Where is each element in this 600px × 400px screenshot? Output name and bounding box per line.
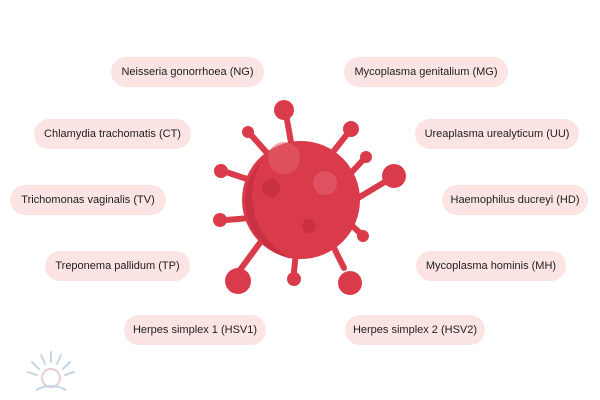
pathogen-pill-mg: Mycoplasma genitalium (MG) [344, 57, 508, 87]
pathogen-pill-uu: Ureaplasma urealyticum (UU) [415, 119, 579, 149]
virus-spike-tip [214, 164, 228, 178]
virus-spike-tip [242, 126, 254, 138]
pathogen-pill-tv: Trichomonas vaginalis (TV) [10, 185, 166, 215]
virus-spike [237, 237, 265, 273]
virus-spike-tip [338, 271, 362, 295]
lotus-logo-icon [27, 351, 75, 391]
virus-spike [249, 133, 271, 157]
virus-surface-bump [313, 171, 337, 195]
virus-body [242, 141, 360, 259]
virus-spike [330, 130, 351, 155]
virus-body-shade [245, 160, 292, 259]
virus-spike-tip [225, 268, 251, 294]
virus-spike-tip [360, 151, 372, 163]
virus-spike-tip [213, 213, 227, 227]
virus-spike-tip [274, 100, 294, 120]
virus-surface-bump [302, 219, 316, 233]
virus-body-highlight [268, 142, 300, 174]
pathogen-pill-hsv2: Herpes simplex 2 (HSV2) [345, 315, 485, 345]
pathogen-pill-tp: Treponema pallidum (TP) [45, 251, 190, 281]
virus-spike-tip [357, 230, 369, 242]
virus-spike-tip [382, 164, 406, 188]
pathogen-pill-ng: Neisseria gonorrhoea (NG) [111, 57, 264, 87]
pathogen-pill-ct: Chlamydia trachomatis (CT) [34, 119, 191, 149]
virus-spike [355, 177, 391, 201]
pathogen-pill-hsv1: Herpes simplex 1 (HSV1) [124, 315, 266, 345]
virus-spike-tip [287, 272, 301, 286]
virus-spike-tip [343, 121, 359, 137]
pathogen-pill-hd: Haemophilus ducreyi (HD) [442, 185, 588, 215]
virus-icon [213, 100, 406, 295]
pathogen-pill-mh: Mycoplasma hominis (MH) [416, 251, 566, 281]
virus-surface-bump [262, 179, 280, 197]
